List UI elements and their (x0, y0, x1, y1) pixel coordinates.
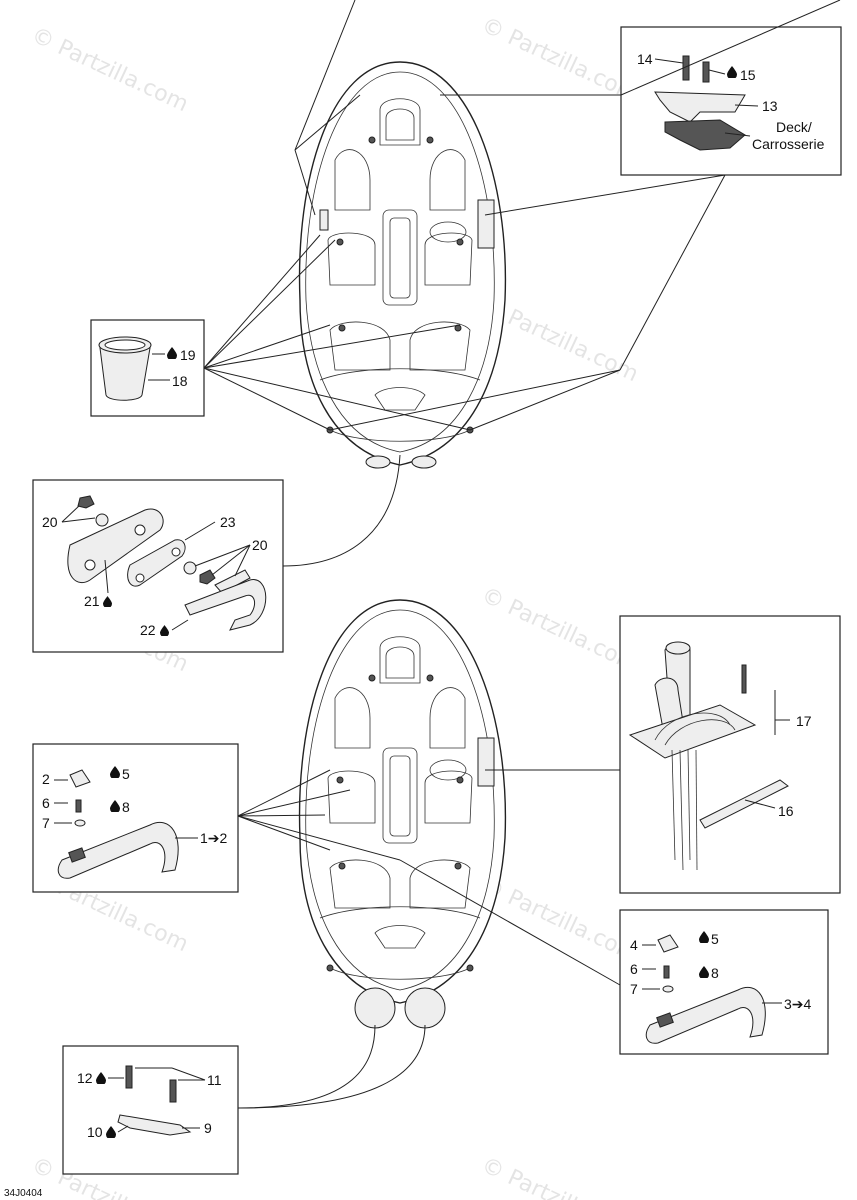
top-hull-tail (365, 455, 437, 469)
tow-eye-box: 20 23 20 21 22 (32, 479, 284, 653)
hull-top (298, 61, 507, 466)
watermark-text: © Partzilla.com (477, 1153, 641, 1200)
callout-15: 15 (740, 67, 756, 83)
callout-20b: 20 (252, 537, 268, 553)
callout-3-to-4: 3➔4 (784, 996, 812, 1012)
callout-12: 12 (77, 1070, 93, 1086)
callout-8a: 8 (122, 799, 130, 815)
callout-10: 10 (87, 1124, 103, 1140)
cup-holder-box: 19 18 (90, 319, 205, 417)
cleat-detail-box: 14 15 13 Deck/ Carrosserie (620, 26, 842, 176)
callout-23: 23 (220, 514, 236, 530)
handle-front-box: 2 5 6 8 7 1➔2 (32, 743, 239, 893)
watermark-text: © Partzilla.com (477, 873, 641, 967)
callout-13: 13 (762, 98, 778, 114)
callout-5a: 5 (122, 766, 130, 782)
watermark-text: © Partzilla.com (477, 583, 641, 677)
carrosserie-label: Carrosserie (752, 136, 825, 152)
callout-21: 21 (84, 593, 100, 609)
callout-20a: 20 (42, 514, 58, 530)
deck-label: Deck/ (776, 119, 812, 135)
callout-5b: 5 (711, 931, 719, 947)
handle-rear-box: 4 5 6 8 7 3➔4 (619, 909, 829, 1055)
watermark-text: © Partzilla.com (477, 13, 641, 107)
leader-lines (203, 0, 841, 1109)
callout-14: 14 (637, 51, 653, 67)
callout-11: 11 (207, 1072, 222, 1088)
callout-6b: 6 (630, 961, 638, 977)
watermark-text: © Partzilla.com (27, 23, 191, 117)
callout-7a: 7 (42, 815, 50, 831)
callout-8b: 8 (711, 965, 719, 981)
callout-22: 22 (140, 622, 156, 638)
callout-9: 9 (204, 1120, 212, 1136)
callout-2: 2 (42, 771, 50, 787)
callout-18: 18 (172, 373, 188, 389)
hull-bottom (298, 599, 507, 1029)
callout-1-to-2: 1➔2 (200, 830, 228, 846)
callout-4: 4 (630, 937, 638, 953)
callout-7b: 7 (630, 981, 638, 997)
callout-16: 16 (778, 803, 794, 819)
callout-19: 19 (180, 347, 196, 363)
throttle-box: 17 16 (619, 615, 841, 894)
callout-17: 17 (796, 713, 812, 729)
figure-code: 34J0404 (4, 1188, 43, 1199)
rear-screws-box: 12 11 10 9 (62, 1045, 239, 1175)
callout-6a: 6 (42, 795, 50, 811)
